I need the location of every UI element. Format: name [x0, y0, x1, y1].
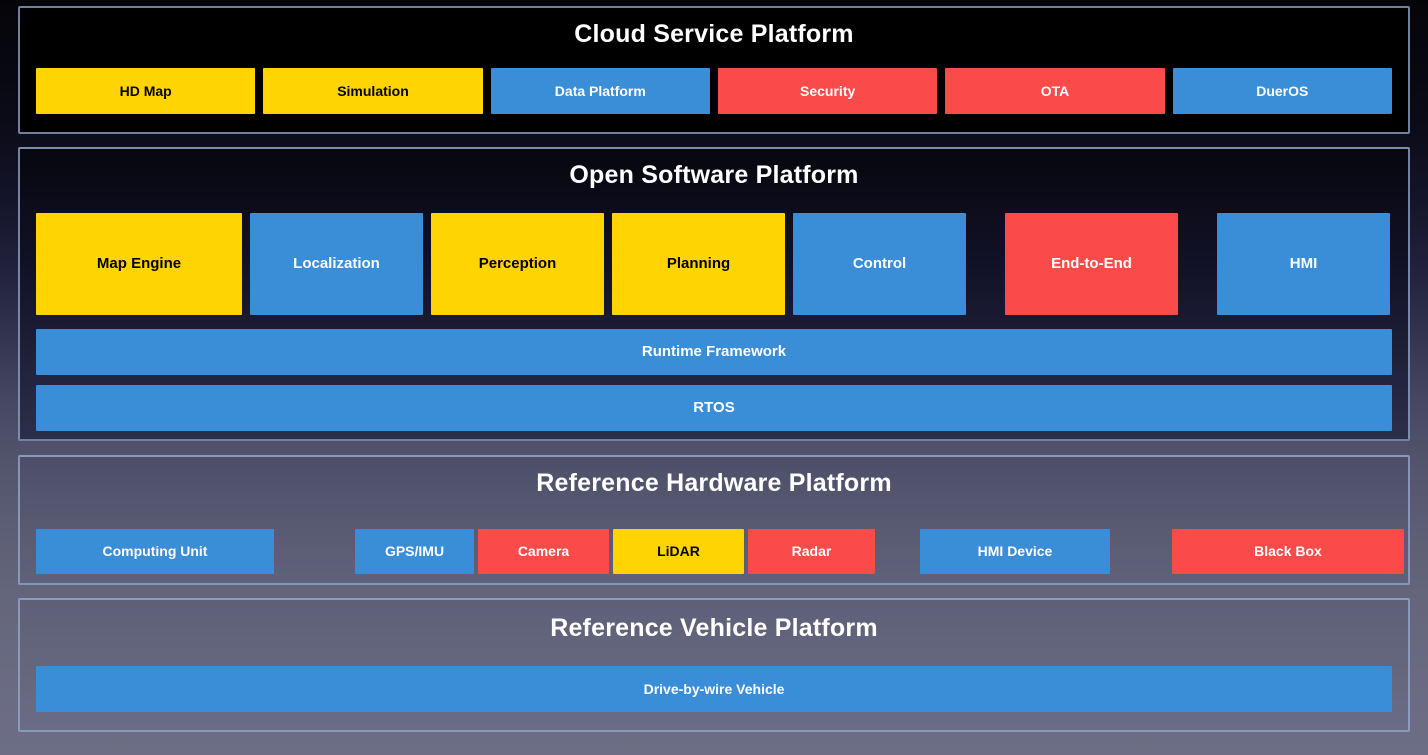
- reference-vehicle-platform-title: Reference Vehicle Platform: [550, 614, 878, 642]
- software-module-perception[interactable]: Perception: [431, 213, 604, 315]
- software-modules-row: Map Engine Localization Perception Plann…: [36, 213, 1392, 315]
- cloud-service-items-row: HD Map Simulation Data Platform Security…: [36, 68, 1392, 114]
- cloud-item-data-platform[interactable]: Data Platform: [490, 68, 710, 114]
- hardware-items-row: Computing Unit GPS/IMU Camera LiDAR Rada…: [36, 529, 1404, 574]
- hardware-item-gps-imu[interactable]: GPS/IMU: [355, 529, 474, 574]
- hardware-item-camera[interactable]: Camera: [478, 529, 609, 574]
- hardware-item-hmi-device[interactable]: HMI Device: [920, 529, 1110, 574]
- software-module-control[interactable]: Control: [793, 213, 966, 315]
- cloud-item-dueros[interactable]: DuerOS: [1172, 68, 1392, 114]
- software-module-end-to-end[interactable]: End-to-End: [1005, 213, 1178, 315]
- software-module-planning[interactable]: Planning: [612, 213, 785, 315]
- hardware-item-black-box[interactable]: Black Box: [1172, 529, 1404, 574]
- cloud-service-platform-panel: Cloud Service Platform HD Map Simulation…: [18, 6, 1410, 134]
- software-rtos-bar[interactable]: RTOS: [36, 385, 1392, 431]
- cloud-item-hd-map[interactable]: HD Map: [36, 68, 256, 114]
- open-software-platform-title: Open Software Platform: [569, 161, 859, 189]
- cloud-service-platform-title: Cloud Service Platform: [574, 20, 854, 48]
- hardware-item-lidar[interactable]: LiDAR: [613, 529, 744, 574]
- reference-hardware-platform-title: Reference Hardware Platform: [536, 469, 892, 497]
- reference-vehicle-platform-panel: Reference Vehicle Platform Drive-by-wire…: [18, 598, 1410, 732]
- software-runtime-framework-bar[interactable]: Runtime Framework: [36, 329, 1392, 375]
- reference-hardware-platform-panel: Reference Hardware Platform Computing Un…: [18, 455, 1410, 585]
- software-module-map-engine[interactable]: Map Engine: [36, 213, 242, 315]
- software-module-hmi[interactable]: HMI: [1217, 213, 1390, 315]
- cloud-item-simulation[interactable]: Simulation: [263, 68, 483, 114]
- software-module-localization[interactable]: Localization: [250, 213, 423, 315]
- cloud-item-ota[interactable]: OTA: [945, 68, 1165, 114]
- cloud-item-security[interactable]: Security: [717, 68, 938, 114]
- open-software-platform-panel: Open Software Platform Map Engine Locali…: [18, 147, 1410, 441]
- hardware-item-computing-unit[interactable]: Computing Unit: [36, 529, 274, 574]
- hardware-item-radar[interactable]: Radar: [748, 529, 875, 574]
- vehicle-item-drive-by-wire-vehicle[interactable]: Drive-by-wire Vehicle: [36, 666, 1392, 712]
